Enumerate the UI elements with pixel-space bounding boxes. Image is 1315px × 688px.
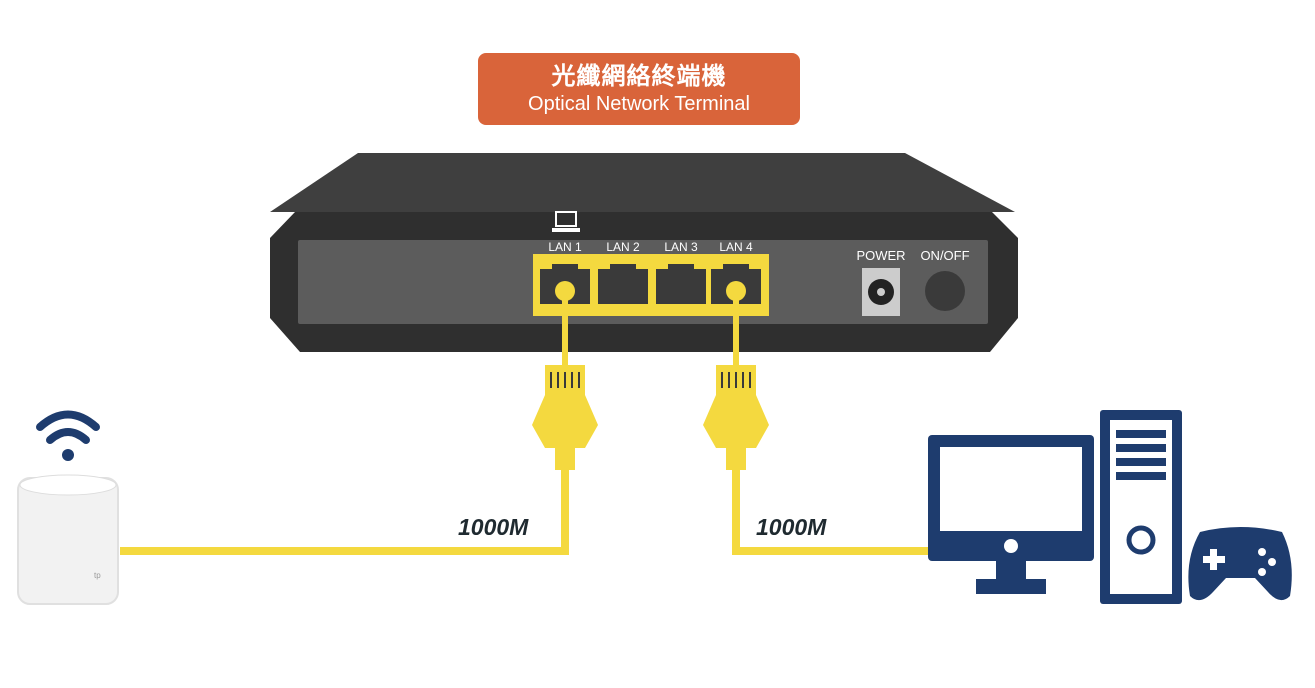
ont-title-box: 光纖網絡終端機 Optical Network Terminal: [478, 53, 800, 125]
computer-icon: [552, 211, 580, 232]
lan4-label: LAN 4: [719, 240, 753, 254]
wifi-icon: [36, 410, 100, 461]
lan1-label: LAN 1: [548, 240, 582, 254]
ont-top: [270, 153, 1015, 212]
lan-port-2: [598, 264, 648, 304]
cable-lan1: [120, 300, 598, 555]
lan2-label: LAN 2: [606, 240, 640, 254]
mesh-router-icon: tp: [17, 474, 119, 605]
lan-port-1: [540, 264, 590, 304]
right-speed-label: 1000M: [756, 514, 827, 540]
svg-text:tp: tp: [94, 571, 101, 580]
lan3-label: LAN 3: [664, 240, 698, 254]
gamepad-icon: [1188, 527, 1292, 601]
desktop-pc-icon: [928, 410, 1182, 604]
title-chinese: 光纖網絡終端機: [551, 63, 727, 90]
power-jack: [862, 268, 900, 316]
cable-lan4: [703, 300, 930, 555]
lan-port-4: [711, 264, 761, 304]
power-label: POWER: [856, 248, 906, 263]
onoff-label: ON/OFF: [920, 248, 970, 263]
left-speed-label: 1000M: [458, 514, 529, 540]
onoff-button: [925, 271, 965, 311]
title-english: Optical Network Terminal: [528, 93, 750, 115]
lan-port-3: [656, 264, 706, 304]
